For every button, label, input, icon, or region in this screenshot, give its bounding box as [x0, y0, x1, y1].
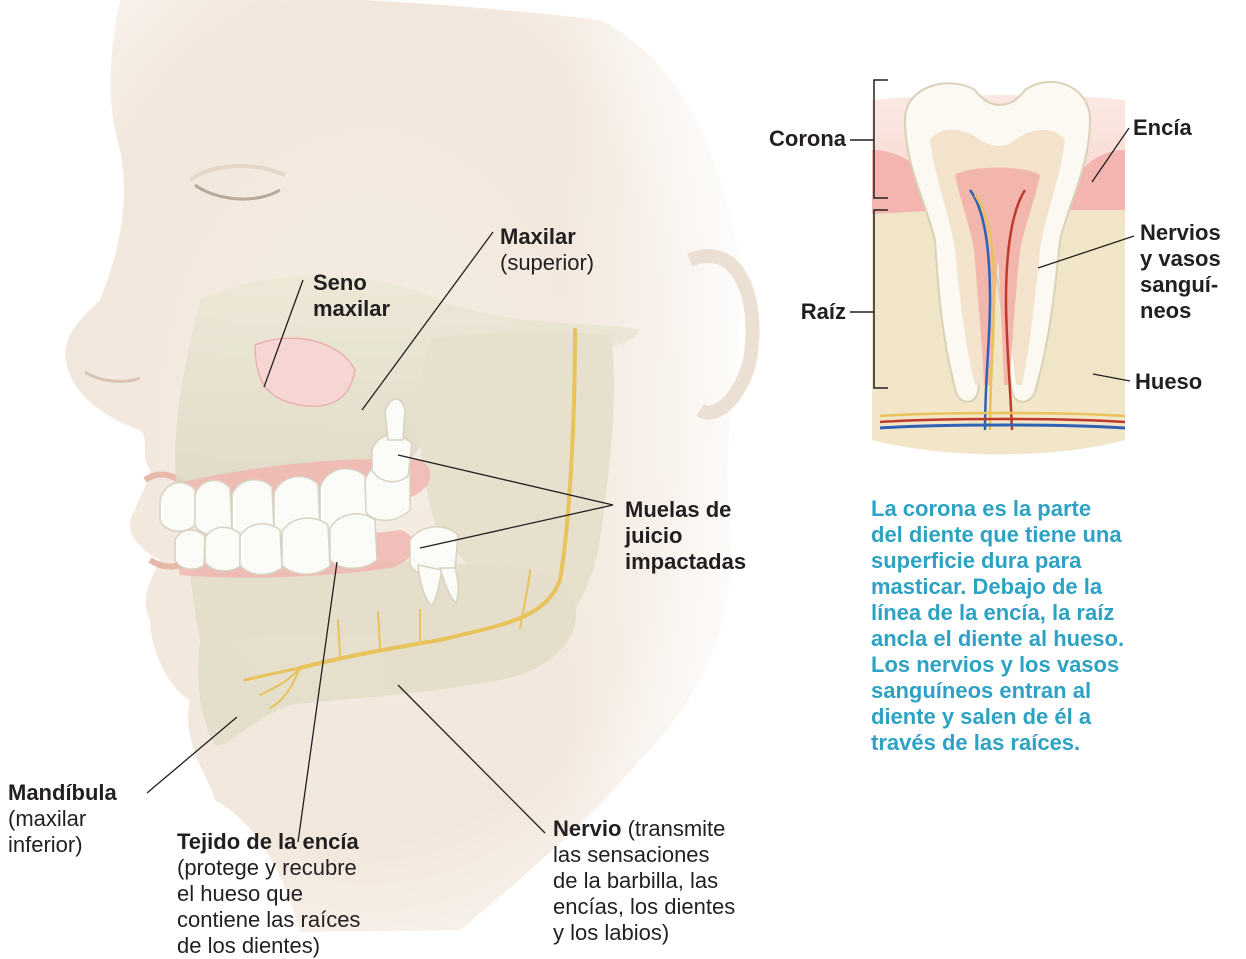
label-tejido-encia: Tejido de la encía (protege y recubre el… [177, 829, 361, 958]
label-raiz: Raíz [800, 299, 846, 324]
label-nervios-vasos: Nervios y vasos sanguí- neos [1140, 220, 1221, 323]
label-nervio: Nervio (transmite las sensaciones de la … [553, 816, 736, 945]
caption-text: La corona es la parte del diente que tie… [871, 496, 1125, 755]
label-encia: Encía [1133, 115, 1192, 140]
label-hueso: Hueso [1135, 369, 1203, 394]
label-muelas-de-juicio: Muelas de juicio impactadas [625, 497, 747, 574]
label-mandibula: Mandíbula (maxilar inferior) [8, 780, 117, 857]
tooth-brackets [850, 79, 888, 389]
skull-bones [175, 275, 641, 746]
label-corona: Corona [769, 126, 846, 151]
tooth-cross-section [872, 81, 1126, 455]
anatomy-illustration [65, 0, 1135, 932]
leader-lines [146, 127, 1135, 843]
teeth [159, 398, 459, 608]
mandibular-nerve [243, 328, 577, 709]
label-maxilar: Maxilar (superior) [500, 224, 595, 275]
label-seno-maxilar: Seno maxilar [313, 270, 391, 321]
